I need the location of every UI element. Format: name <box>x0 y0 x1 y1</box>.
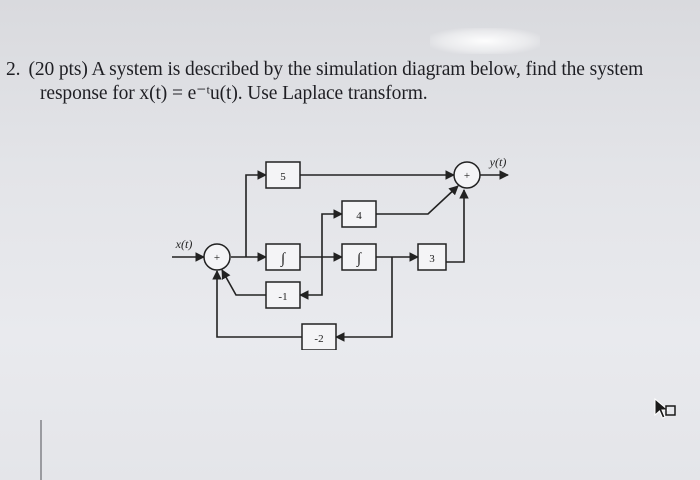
gain-3-label: 3 <box>429 253 435 265</box>
gain-block-5 <box>265 161 301 189</box>
gain-neg1-label: -1 <box>278 291 287 303</box>
integrator-2-label: ∫ <box>356 251 363 267</box>
path-to-gain-neg2 <box>335 257 393 342</box>
path-to-gain-neg1 <box>299 257 323 300</box>
gain-block-neg2 <box>301 323 337 350</box>
screen-edge <box>40 420 42 480</box>
problem-statement: 2. (20 pts) A system is described by the … <box>6 58 696 106</box>
gain-block-4 <box>341 200 377 228</box>
sum-input-sign: + <box>214 252 220 264</box>
path-gain3-to-out <box>446 189 469 263</box>
path-gain4-to-out <box>376 185 459 215</box>
path-gain-neg1-to-sum <box>221 269 266 296</box>
gain-neg2-label: -2 <box>314 333 323 345</box>
integrator-block-2 <box>341 243 377 271</box>
gain-block-3 <box>417 243 447 271</box>
integrator-1-label: ∫ <box>280 251 287 267</box>
integrator-block-1 <box>265 243 301 271</box>
input-summer <box>203 243 231 271</box>
simulation-diagram: x(t) y(t) + + 5 4 ∫ ∫ 3 -1 -2 <box>172 155 509 350</box>
output-label: y(t) <box>489 155 507 169</box>
problem-line-1: (20 pts) A system is described by the si… <box>28 59 644 80</box>
pointer-cursor-icon <box>654 397 676 419</box>
sum-output-sign: + <box>464 170 470 182</box>
path-to-gain5 <box>245 170 267 257</box>
gain-5-label: 5 <box>280 171 286 183</box>
input-label: x(t) <box>175 237 193 251</box>
output-summer <box>453 161 481 189</box>
problem-line-2: response for x(t) = e⁻ᵗu(t). Use Laplace… <box>40 83 428 104</box>
gain-block-neg1 <box>265 281 301 309</box>
gain-4-label: 4 <box>356 210 362 222</box>
screen-glare <box>430 28 540 54</box>
problem-number: 2. <box>6 59 21 80</box>
path-gain-neg2-to-sum <box>212 270 302 338</box>
path-to-gain4 <box>321 209 343 257</box>
